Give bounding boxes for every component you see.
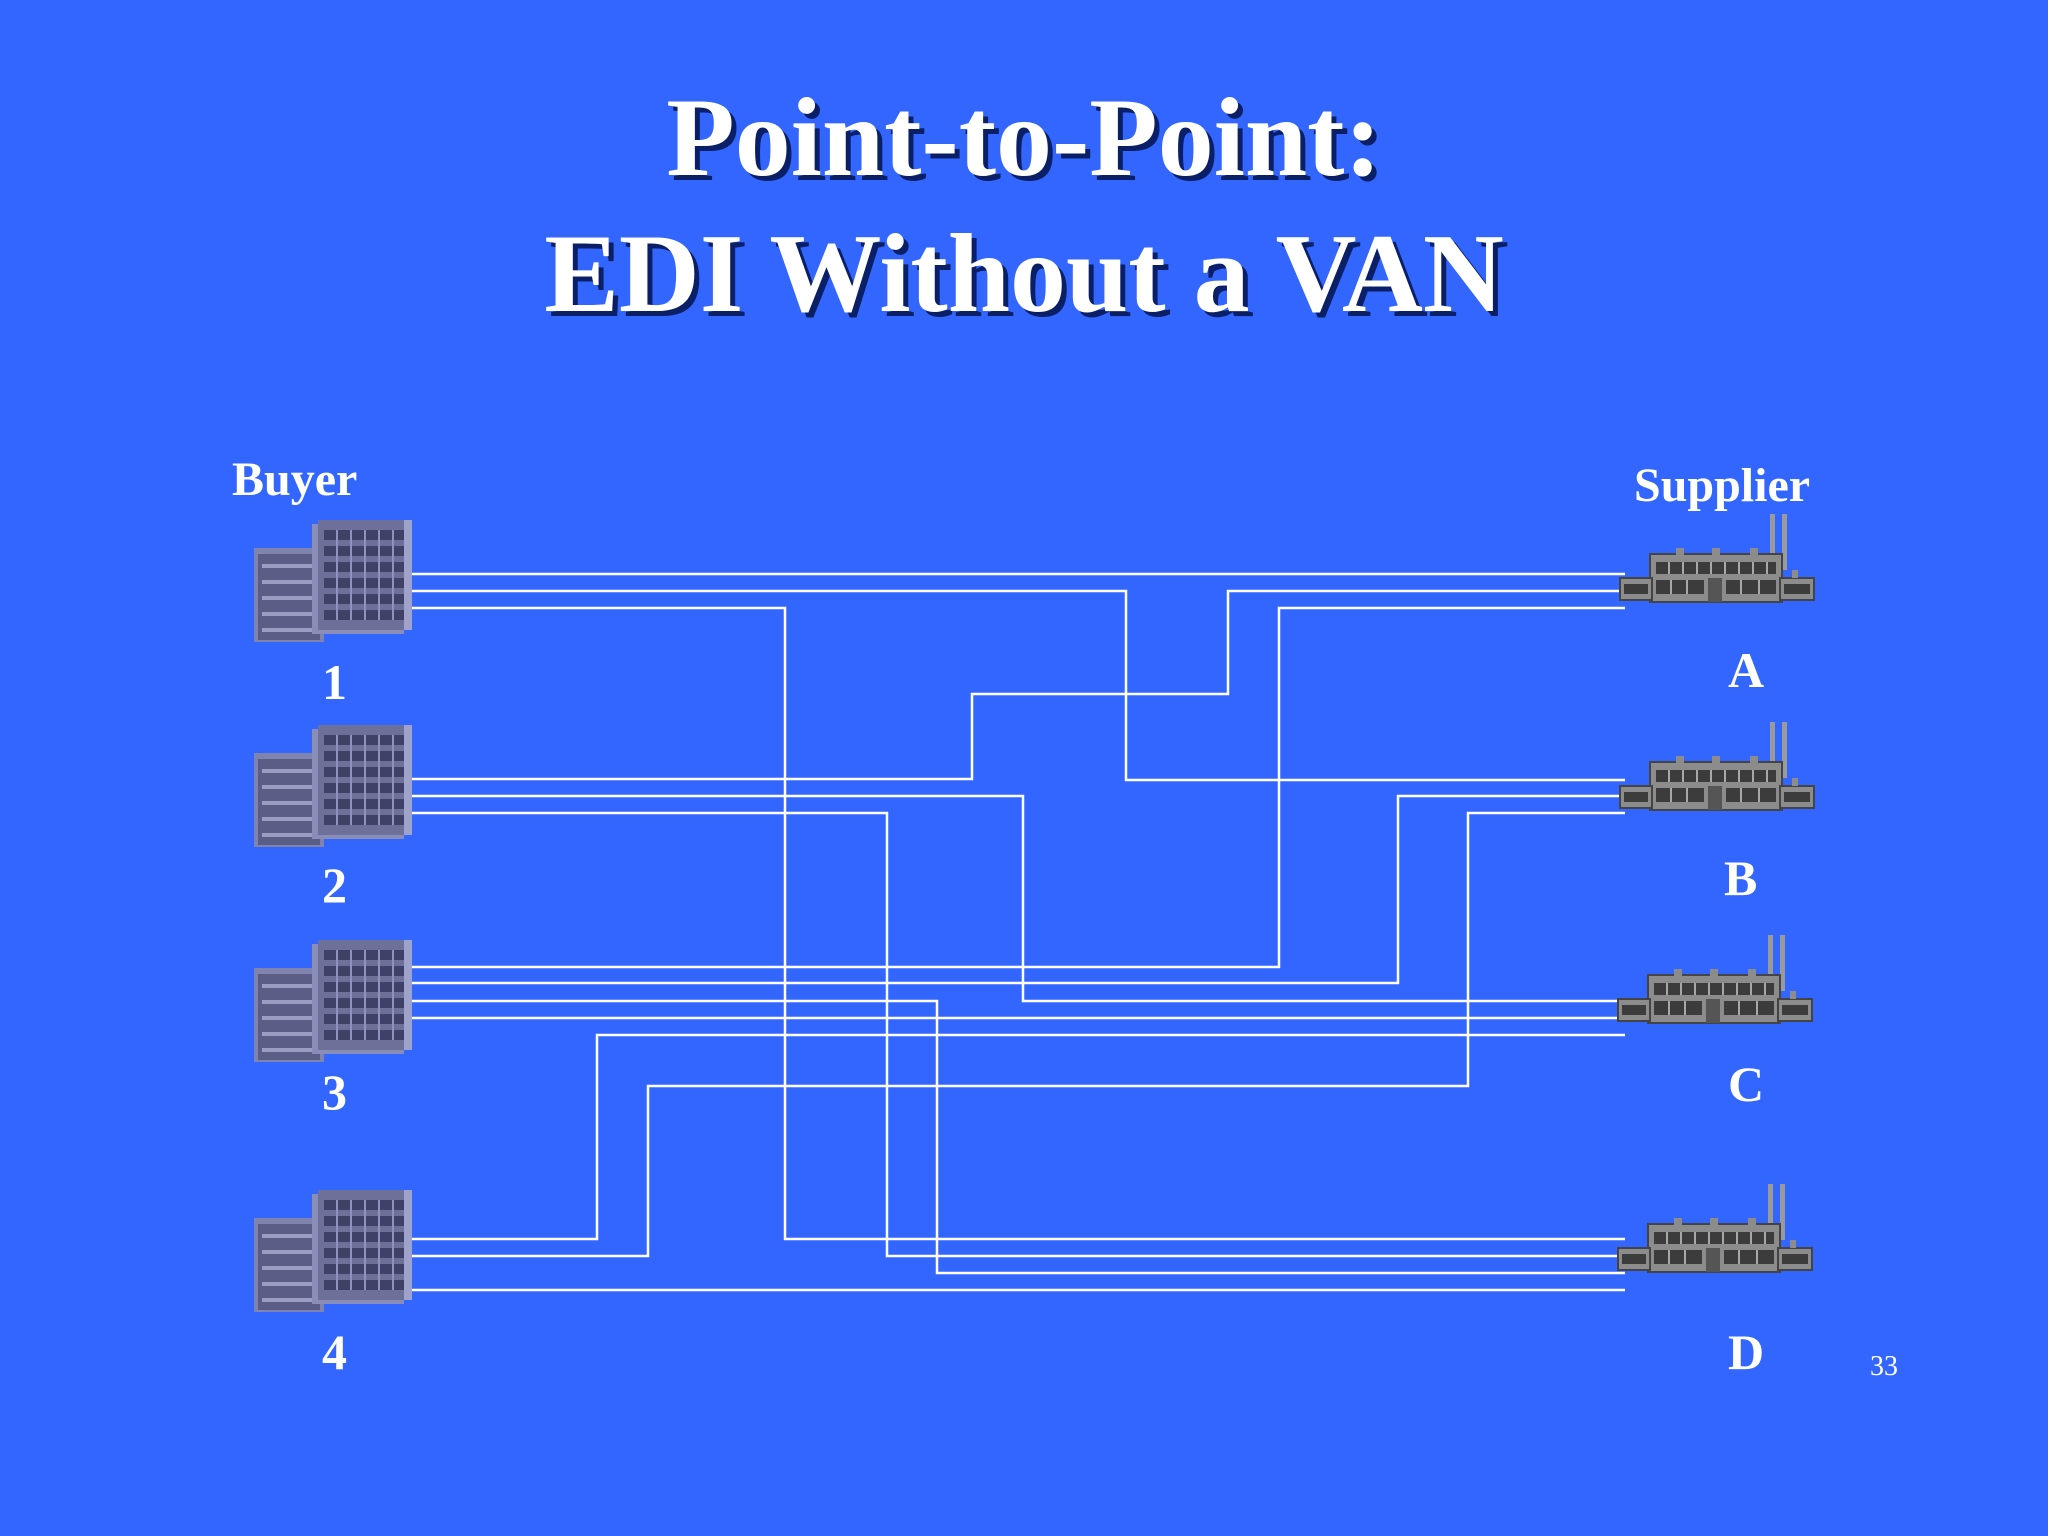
buyer-3-label: 3 xyxy=(322,1064,347,1120)
supplier-A-factory-icon xyxy=(1619,513,1815,603)
supplier-label: Supplier xyxy=(1634,459,1811,512)
supplier-D-factory-icon xyxy=(1617,1183,1813,1273)
buyer-4-building-icon xyxy=(254,1190,412,1312)
slide-title: Point-to-Point: EDI Without a VAN xyxy=(0,70,2048,342)
supplier-C-factory-icon xyxy=(1617,934,1813,1024)
buyer-1-building-icon xyxy=(254,520,412,642)
line-1-D xyxy=(412,606,1625,1241)
line-4-B xyxy=(412,811,1625,1258)
buyer-4-label: 4 xyxy=(322,1324,347,1380)
line-3-A xyxy=(412,606,1625,969)
supplier-A-label: A xyxy=(1728,642,1765,698)
buyer-2-building-icon xyxy=(254,725,412,847)
buyer-label: Buyer xyxy=(232,453,358,506)
line-2-A xyxy=(412,589,1625,781)
line-2-C xyxy=(412,794,1625,1003)
title-line-2: EDI Without a VAN xyxy=(544,212,1504,336)
title-line-1: Point-to-Point: xyxy=(666,76,1382,200)
supplier-B-label: B xyxy=(1724,850,1758,906)
buyer-3-building-icon xyxy=(254,940,412,1062)
line-4-C xyxy=(412,1033,1625,1241)
supplier-B-factory-icon xyxy=(1619,721,1815,811)
line-1-B xyxy=(412,589,1625,782)
page-number: 33 xyxy=(1870,1351,1898,1382)
line-3-B xyxy=(412,794,1625,985)
buyer-1-label: 1 xyxy=(322,654,347,710)
supplier-C-label: C xyxy=(1728,1056,1765,1112)
supplier-D-label: D xyxy=(1728,1324,1765,1380)
buyer-2-label: 2 xyxy=(322,857,347,913)
line-3-D xyxy=(412,999,1625,1275)
